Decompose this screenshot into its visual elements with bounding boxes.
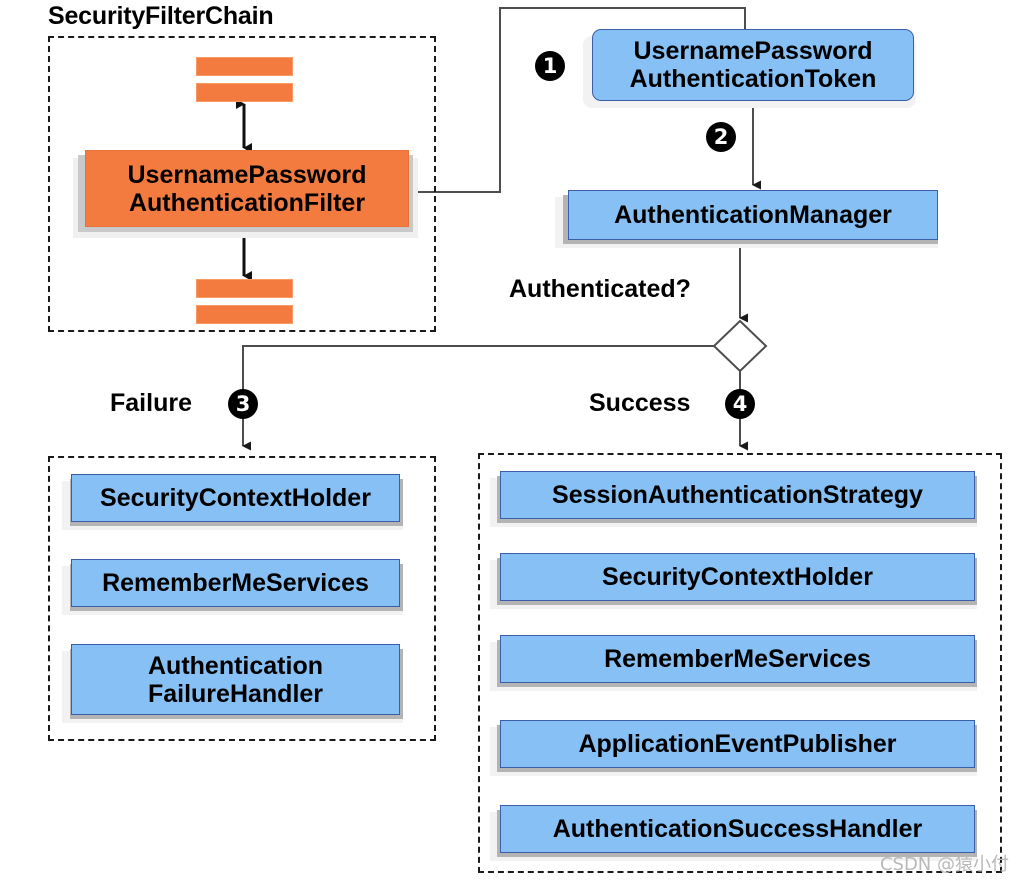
failure-branch-container xyxy=(48,456,436,741)
token-box-line1: UsernamePassword xyxy=(633,37,873,65)
failure-item-3-line2: FailureHandler xyxy=(147,679,324,708)
filter-box-line2: AuthenticationFilter xyxy=(128,188,366,217)
success-item-authentication-success-handler[interactable]: AuthenticationSuccessHandler xyxy=(500,805,975,853)
success-item-security-context-holder[interactable]: SecurityContextHolder xyxy=(500,553,975,601)
success-item-remember-me-services[interactable]: RememberMeServices xyxy=(500,635,975,683)
failure-item-remember-me-services[interactable]: RememberMeServices xyxy=(71,559,400,607)
success-item-1-label: SessionAuthenticationStrategy xyxy=(552,481,923,509)
decision-diamond xyxy=(712,319,768,373)
filter-bar-bottom-1 xyxy=(196,279,293,298)
authentication-manager-box[interactable]: AuthenticationManager xyxy=(568,190,938,240)
decision-label: Authenticated? xyxy=(509,275,691,303)
success-label: Success xyxy=(589,389,691,417)
watermark: CSDN @猿小付 xyxy=(879,854,1009,875)
badge-3-label: 3 xyxy=(235,391,251,416)
security-filter-chain-title: SecurityFilterChain xyxy=(48,2,274,30)
badge-1: 1 xyxy=(535,51,565,81)
filter-bar-top-1 xyxy=(196,57,293,76)
manager-box-label: AuthenticationManager xyxy=(614,201,892,229)
badge-3: 3 xyxy=(228,389,258,419)
security-filter-chain-container xyxy=(48,36,436,332)
success-item-4-label: ApplicationEventPublisher xyxy=(578,730,897,758)
failure-item-1-label: SecurityContextHolder xyxy=(100,484,371,512)
badge-4: 4 xyxy=(725,389,755,419)
failure-item-security-context-holder[interactable]: SecurityContextHolder xyxy=(71,474,400,522)
failure-item-2-label: RememberMeServices xyxy=(102,569,369,597)
badge-1-label: 1 xyxy=(542,53,558,78)
token-box-line2: AuthenticationToken xyxy=(629,65,877,93)
badge-2-label: 2 xyxy=(713,124,729,149)
failure-label: Failure xyxy=(110,389,192,417)
success-item-3-label: RememberMeServices xyxy=(604,645,871,673)
filter-box-line1: UsernamePassword xyxy=(127,160,367,189)
username-password-authentication-filter-box[interactable]: UsernamePassword AuthenticationFilter xyxy=(85,150,409,227)
success-item-2-label: SecurityContextHolder xyxy=(602,563,873,591)
success-item-application-event-publisher[interactable]: ApplicationEventPublisher xyxy=(500,720,975,768)
success-branch-container xyxy=(478,453,1002,873)
success-item-5-label: AuthenticationSuccessHandler xyxy=(552,815,923,843)
failure-item-authentication-failure-handler[interactable]: Authentication FailureHandler xyxy=(71,644,400,715)
badge-2: 2 xyxy=(706,122,736,152)
badge-4-label: 4 xyxy=(732,391,748,416)
username-password-authentication-token-box[interactable]: UsernamePassword AuthenticationToken xyxy=(592,29,914,101)
filter-bar-bottom-2 xyxy=(196,305,293,324)
success-item-session-authentication-strategy[interactable]: SessionAuthenticationStrategy xyxy=(500,471,975,519)
failure-item-3-line1: Authentication xyxy=(148,651,323,680)
filter-bar-top-2 xyxy=(196,83,293,102)
